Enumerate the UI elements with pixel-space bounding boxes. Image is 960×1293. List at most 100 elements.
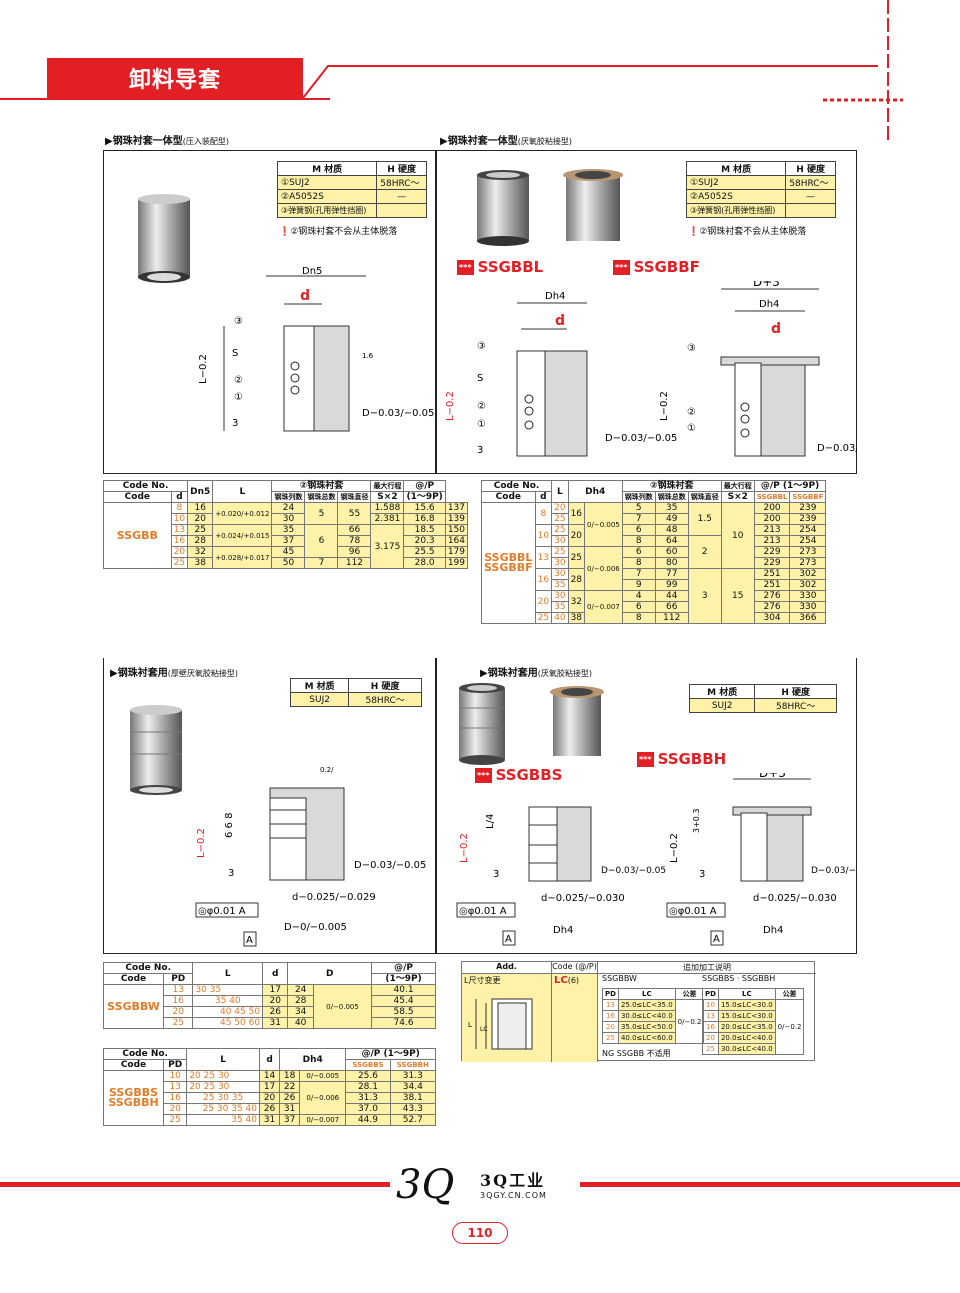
section-title-2: ▶钢珠衬套一体型(厌氧胶粘接型): [440, 136, 572, 147]
header-right-bar: [886, 0, 890, 140]
svg-text:D−0.03/−0.05: D−0.03/−0.05: [605, 433, 677, 444]
svg-text:S: S: [232, 348, 238, 359]
svg-text:Dh4: Dh4: [759, 299, 779, 310]
bushing-photo-4: [128, 704, 184, 796]
svg-text:③: ③: [477, 341, 486, 352]
drawing-4: L−0.2 L/4 3 D−0.03/−0.05 d−0.025/−0.030 ◎…: [437, 766, 876, 953]
svg-text:①: ①: [687, 423, 696, 434]
svg-text:6 6 8: 6 6 8: [224, 813, 235, 838]
svg-text:d: d: [771, 321, 781, 337]
header-rule: [0, 98, 330, 100]
svg-text:D−0/−0.005: D−0/−0.005: [284, 922, 347, 933]
svg-text:3: 3: [699, 869, 705, 880]
svg-text:3+0.3: 3+0.3: [692, 808, 701, 833]
svg-text:①: ①: [477, 419, 486, 430]
svg-text:d−0.025/−0.030: d−0.025/−0.030: [541, 893, 625, 904]
svg-text:②: ②: [477, 401, 486, 412]
svg-text:D−0.03/−0.05: D−0.03/−0.05: [362, 408, 434, 419]
page-title: 卸料导套: [47, 58, 303, 98]
col-ssgbbw: SSGBBW: [602, 974, 637, 983]
svg-text:D+3: D+3: [753, 281, 780, 289]
section-title-1: ▶钢珠衬套一体型(压入装配型): [105, 136, 229, 147]
svg-text:L−0.2: L−0.2: [669, 833, 680, 863]
svg-text:S: S: [477, 373, 483, 384]
logo-mark-icon: 3Q: [396, 1162, 454, 1208]
svg-text:L−0.2: L−0.2: [659, 391, 670, 421]
product-tag-ssgbbl: ***SSGBBL: [457, 258, 544, 276]
svg-text:3: 3: [477, 445, 483, 456]
footer-line-right: [580, 1182, 960, 1187]
svg-text:Dh4: Dh4: [553, 925, 573, 936]
svg-text:③: ③: [687, 343, 696, 354]
svg-text:②: ②: [234, 375, 243, 386]
product-tag-ssgbbf: ***SSGBBF: [613, 258, 700, 276]
brand-name: 3Q工业: [480, 1170, 546, 1190]
bushing-photo-6: [549, 684, 605, 760]
product-tag-ssgbbs: ***SSGBBS: [475, 766, 563, 784]
svg-text:d: d: [555, 313, 565, 329]
bushing-photo-1: [136, 193, 192, 283]
not-applicable-note: NG SSGBB 不适用: [602, 1049, 671, 1058]
svg-text:L/4: L/4: [485, 814, 496, 829]
bushing-photo-2: [475, 169, 531, 247]
svg-text:Dh4: Dh4: [545, 291, 565, 302]
svg-text:1.6: 1.6: [362, 352, 374, 360]
svg-text:D−0.03/−0.05: D−0.03/−0.05: [811, 866, 857, 876]
svg-text:3: 3: [232, 418, 238, 429]
svg-text:②: ②: [687, 407, 696, 418]
code-header: Code (@/P): [552, 962, 598, 974]
svg-text:d−0.025/−0.029: d−0.025/−0.029: [292, 892, 376, 903]
section-title-4: ▶钢珠衬套用(厌氧胶粘接型): [480, 668, 592, 679]
svg-text:◎φ0.01 A: ◎φ0.01 A: [198, 906, 246, 917]
svg-text:Dh4: Dh4: [763, 925, 783, 936]
bushing-photo-5: [457, 682, 507, 766]
lsize-label: L尺寸变更: [464, 976, 501, 985]
svg-text:A: A: [505, 934, 512, 945]
svg-text:D−0.03/−0.05: D−0.03/−0.05: [354, 860, 426, 871]
header-rule-slant: [302, 62, 913, 102]
note-1: ❗②钢珠衬套不会从主体脱落: [279, 227, 398, 237]
svg-text:0.2/: 0.2/: [320, 766, 334, 774]
svg-text:L: L: [468, 1021, 472, 1029]
svg-text:A: A: [246, 935, 253, 946]
product-tag-ssgbbh: ***SSGBBH: [637, 750, 727, 768]
note-2: ❗②钢珠衬套不会从主体脱落: [688, 227, 807, 237]
svg-text:L−0.2: L−0.2: [445, 391, 456, 421]
svg-text:◎φ0.01 A: ◎φ0.01 A: [669, 906, 717, 917]
svg-text:L−0.2: L−0.2: [459, 833, 470, 863]
svg-text:d−0.025/−0.030: d−0.025/−0.030: [753, 893, 837, 904]
svg-text:A: A: [713, 934, 720, 945]
col-ssgbbs-ssgbbh: SSGBBS · SSGBBH: [702, 974, 776, 983]
svg-text:3Q: 3Q: [396, 1162, 454, 1208]
page-number: 110: [452, 1222, 508, 1244]
svg-text:3: 3: [228, 868, 234, 879]
footer-line-left: [0, 1182, 390, 1187]
lsize-drawing: LLC: [468, 998, 533, 1050]
add-header: Add.: [462, 962, 552, 974]
desc-header: 追加加工说明: [598, 962, 816, 974]
svg-text:③: ③: [234, 316, 243, 327]
svg-text:d: d: [300, 288, 310, 304]
section-title-3: ▶钢珠衬套用(厚壁厌氧胶粘接型): [110, 668, 238, 679]
svg-text:◎φ0.01 A: ◎φ0.01 A: [459, 906, 507, 917]
lc-cell: LC(6): [552, 974, 598, 1062]
brand-url: 3QGY.CN.COM: [480, 1190, 547, 1200]
